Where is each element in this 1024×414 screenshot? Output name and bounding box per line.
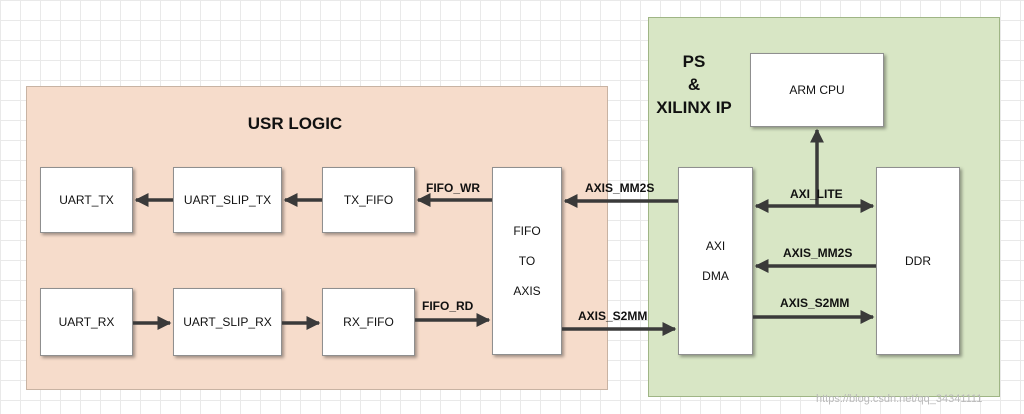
uart-slip-tx-label: UART_SLIP_TX xyxy=(183,193,272,207)
fifo-to-axis-line-2: TO xyxy=(518,254,536,268)
axis-mm2s-right-label: AXIS_MM2S xyxy=(783,246,852,260)
uart-tx-label: UART_TX xyxy=(59,193,114,207)
tx-fifo-label: TX_FIFO xyxy=(343,193,394,207)
watermark-text: https://blog.csdn.net/qq_34341111 xyxy=(816,393,982,405)
uart-tx-block[interactable]: UART_TX xyxy=(40,167,133,233)
rx-fifo-label: RX_FIFO xyxy=(343,315,394,329)
axi-dma-line-2: DMA xyxy=(702,269,729,283)
arm-cpu-block[interactable]: ARM CPU xyxy=(750,53,884,127)
ddr-block[interactable]: DDR xyxy=(876,167,960,355)
usr-logic-title: USR LOGIC xyxy=(247,114,343,133)
uart-rx-block[interactable]: UART_RX xyxy=(40,288,133,356)
axi-dma-block[interactable]: AXI DMA xyxy=(678,167,753,355)
fifo-to-axis-line-3: AXIS xyxy=(513,284,541,298)
axis-mm2s-left-label: AXIS_MM2S xyxy=(585,181,654,195)
fifo-to-axis-line-1: FIFO xyxy=(513,224,541,238)
ddr-label: DDR xyxy=(905,254,931,268)
axis-s2mm-right-label: AXIS_S2MM xyxy=(780,296,849,310)
fifo-rd-label: FIFO_RD xyxy=(422,299,474,313)
axis-s2mm-left-label: AXIS_S2MM xyxy=(578,309,647,323)
fifo-wr-label: FIFO_WR xyxy=(426,181,480,195)
arm-cpu-label: ARM CPU xyxy=(789,83,845,97)
uart-slip-rx-block[interactable]: UART_SLIP_RX xyxy=(173,288,282,356)
tx-fifo-block[interactable]: TX_FIFO xyxy=(322,167,415,233)
uart-slip-rx-label: UART_SLIP_RX xyxy=(183,315,272,329)
axi-lite-label: AXI_LITE xyxy=(790,187,843,201)
fifo-to-axis-block[interactable]: FIFO TO AXIS xyxy=(492,167,562,355)
ps-xilinx-title: PS & XILINX IP xyxy=(656,52,732,117)
uart-slip-tx-block[interactable]: UART_SLIP_TX xyxy=(173,167,282,233)
uart-rx-label: UART_RX xyxy=(58,315,115,329)
rx-fifo-block[interactable]: RX_FIFO xyxy=(322,288,415,356)
axi-dma-line-1: AXI xyxy=(705,239,726,253)
